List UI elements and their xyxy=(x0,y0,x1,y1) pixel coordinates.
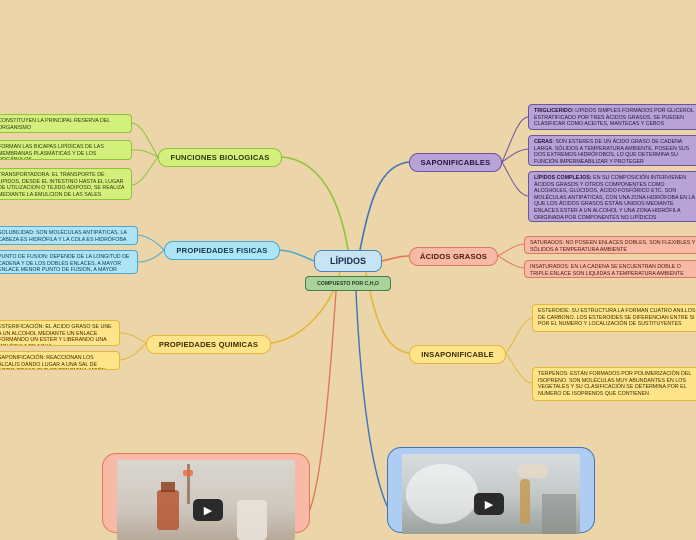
play-icon[interactable]: ▶ xyxy=(474,493,504,515)
branch-insaponificable[interactable]: INSAPONIFICABLE xyxy=(409,345,506,364)
leaf-lipidos-complejos[interactable]: LÍPIDOS COMPLEJOS: EN SU COMPOSICIÓN INT… xyxy=(528,171,696,222)
leaf-funciones-1[interactable]: CONSTITUYEN LA PRINCIPAL RESERVA DEL ORG… xyxy=(0,114,132,133)
leaf-ceras[interactable]: CERAS: SON ESTERES DE UN ÁCIDO GRASO DE … xyxy=(528,135,696,166)
leaf-quimicas-1[interactable]: ESTERIFICACIÓN: EL ÁCIDO GRASO SE UNE A … xyxy=(0,320,120,346)
leaf-text: : SON ESTERES DE UN ÁCIDO GRASO DE CADEN… xyxy=(534,139,690,165)
branch-acidos-grasos[interactable]: ÁCIDOS GRASOS xyxy=(409,247,498,266)
leaf-term: TRIGLICERIDO: xyxy=(534,108,574,114)
branch-funciones-biologicas[interactable]: FUNCIONES BIOLOGICAS xyxy=(158,148,282,167)
leaf-funciones-3[interactable]: TRANSPORTADORA: EL TRANSPORTE DE LIPIDOS… xyxy=(0,168,132,200)
central-topic[interactable]: LÍPIDOS xyxy=(314,250,382,272)
leaf-trigliceridos[interactable]: TRIGLICERIDO: LÍPIDOS SIMPLES FORMADOS P… xyxy=(528,104,696,130)
branch-saponificables[interactable]: SAPONIFICABLES xyxy=(409,153,502,172)
leaf-terpenos[interactable]: TERPENOS: ESTÁN FORMADOS POR POLIMERIZAC… xyxy=(532,367,696,401)
leaf-term: CERAS xyxy=(534,139,553,145)
branch-propiedades-fisicas[interactable]: PROPIEDADES FISICAS xyxy=(164,241,280,260)
leaf-insaturados[interactable]: INSATURADOS: EN LA CADENA SE ENCUENTRAN … xyxy=(524,260,696,278)
play-icon[interactable]: ▶ xyxy=(193,499,223,521)
leaf-text: EN SU COMPOSICIÓN INTERVIENEN ÁCIDOS GRA… xyxy=(534,175,695,221)
video-card-right[interactable]: ▶ xyxy=(387,447,595,534)
leaf-fisicas-1[interactable]: SOLUBILIDAD: SON MOLÉCULAS ANTIPÁTICAS. … xyxy=(0,226,138,245)
leaf-quimicas-2[interactable]: SAPONIFICACIÓN: REACCIONAN LOS ÁLCALIS D… xyxy=(0,351,120,370)
leaf-term: LÍPIDOS COMPLEJOS: xyxy=(534,175,592,181)
leaf-saturados[interactable]: SATURADOS: NO POSEEN ENLACES DOBLES, SON… xyxy=(524,236,696,254)
central-subtopic[interactable]: COMPUESTO POR C,H,O xyxy=(305,276,391,291)
leaf-fisicas-2[interactable]: PUNTO DE FUSION: DEPENDE DE LA LONGITUD … xyxy=(0,250,138,274)
branch-propiedades-quimicas[interactable]: PROPIEDADES QUIMICAS xyxy=(146,335,271,354)
mindmap-connectors xyxy=(119,116,533,513)
leaf-funciones-2[interactable]: FORMAN LAS BICAPAS LIPÍDICAS DE LAS MEMB… xyxy=(0,140,132,160)
lab-tube-illustration xyxy=(406,464,576,534)
video-card-left[interactable]: ▶ xyxy=(102,453,310,540)
leaf-text: LÍPIDOS SIMPLES FORMADOS POR GLICEROL ES… xyxy=(534,108,694,128)
leaf-esteroide[interactable]: ESTEROIDE: SU ESTRUCTURA LA FORMAN CUATR… xyxy=(532,304,696,332)
